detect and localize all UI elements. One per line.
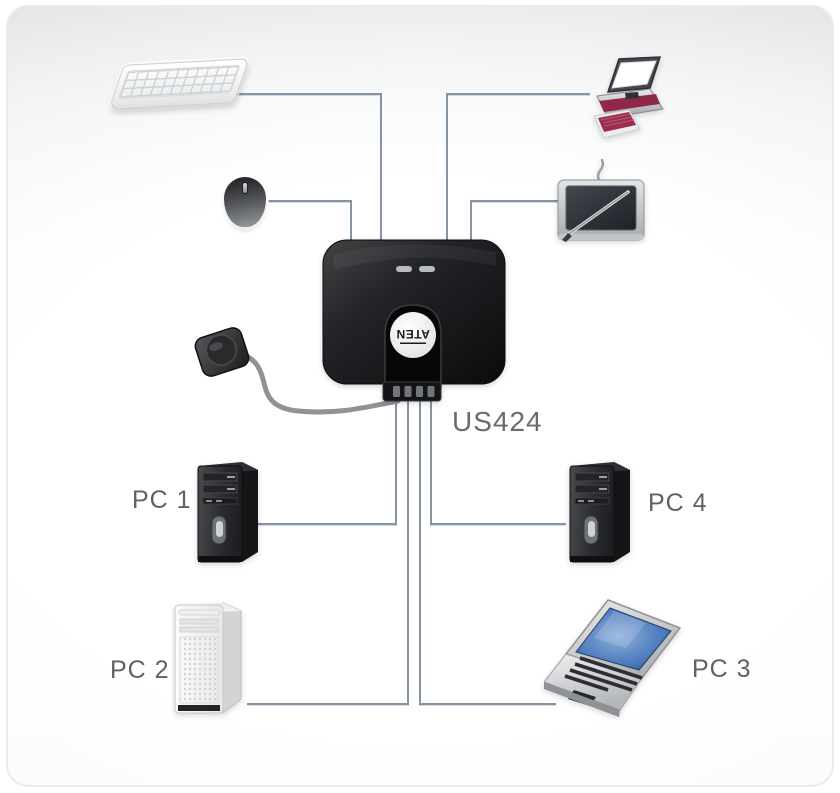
cable-mouse-vertical	[350, 200, 352, 243]
cable-pc2-vertical	[407, 398, 409, 705]
cable-pc1-vertical	[395, 398, 397, 525]
cable-pc1-horizontal	[258, 523, 397, 525]
mouse-scroll-wheel	[242, 182, 248, 194]
usb-switch-device: ATEN	[322, 239, 506, 402]
keyboard-icon	[108, 58, 250, 110]
pc1-label: PC 1	[132, 486, 192, 514]
aten-logo-text: ATEN	[396, 327, 430, 341]
cable-keyboard-vertical	[380, 93, 382, 243]
pc2-tower-icon	[174, 602, 242, 715]
switch-logo-disc	[390, 312, 436, 358]
cable-tablet-vertical	[470, 200, 472, 243]
switch-led-1	[396, 266, 412, 272]
cable-pc4-horizontal	[430, 523, 566, 525]
cable-printer-horizontal	[446, 93, 590, 95]
cable-printer-vertical	[446, 93, 448, 243]
cable-mouse-horizontal	[268, 200, 352, 202]
graphics-tablet-icon	[557, 158, 645, 242]
switch-led-2	[419, 266, 435, 272]
remote-button	[205, 334, 238, 366]
remote-cable	[239, 351, 401, 415]
switch-model-label: US424	[452, 406, 543, 437]
pc3-label: PC 3	[692, 655, 752, 683]
remote-selector-icon	[194, 327, 401, 415]
mouse-icon	[224, 177, 266, 227]
cable-pc3-horizontal	[419, 703, 556, 705]
pc3-laptop-icon	[544, 599, 682, 717]
cable-keyboard-horizontal	[232, 93, 382, 95]
keyboard-keys	[117, 64, 241, 100]
tablet-cable	[596, 158, 605, 182]
printer-icon	[593, 56, 664, 139]
cable-tablet-horizontal	[470, 200, 558, 202]
pc1-tower-icon	[197, 462, 258, 563]
pc2-label: PC 2	[110, 656, 170, 684]
pc4-label: PC 4	[648, 489, 708, 517]
cable-pc4-vertical	[430, 398, 432, 525]
pc4-tower-icon	[569, 462, 630, 563]
cable-pc3-vertical	[419, 398, 421, 705]
cable-pc2-horizontal	[247, 703, 409, 705]
